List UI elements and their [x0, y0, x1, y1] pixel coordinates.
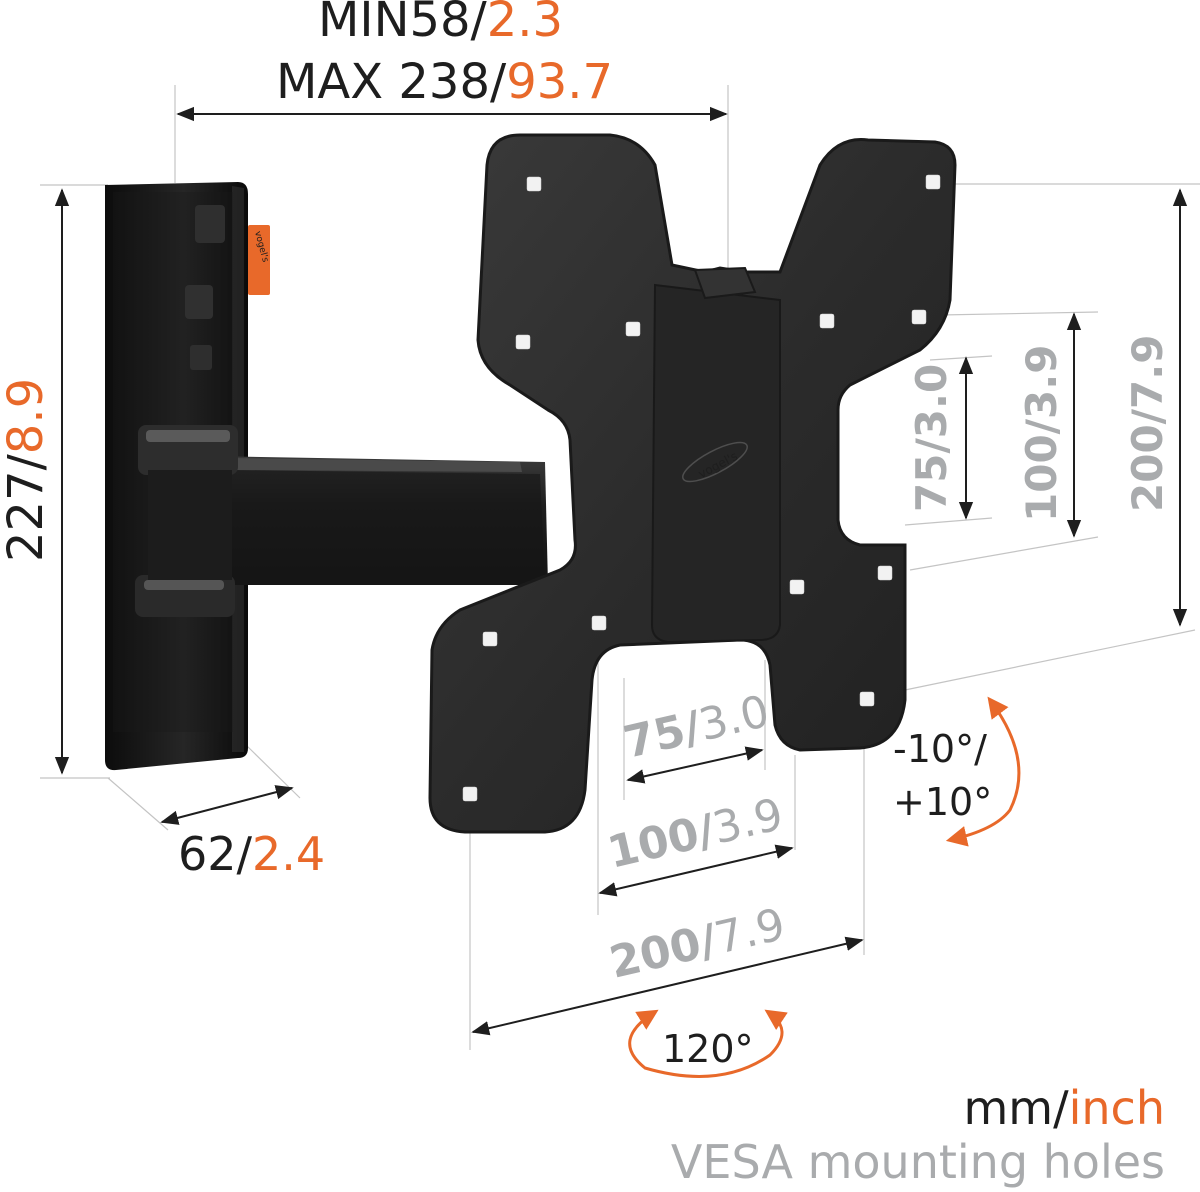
vesa-v-75-label: 75/3.0	[907, 364, 956, 512]
wall-depth-label: 62/2.4	[178, 827, 325, 881]
vesa-v-200-label: 200/7.9	[1123, 335, 1172, 512]
swivel-arm	[135, 425, 548, 617]
depth-max-in: 93.7	[506, 54, 613, 110]
swivel-label: 120°	[662, 1027, 754, 1071]
depth-min-mm: MIN58/	[318, 0, 488, 48]
svg-text:100/3.9: 100/3.9	[603, 789, 788, 879]
svg-text:200/7.9: 200/7.9	[605, 899, 790, 989]
brand-tag: vogel's	[248, 225, 270, 295]
wall-depth-arrow	[160, 785, 294, 825]
tilt-indicator: -10°/ +10°	[893, 696, 1021, 847]
vesa-holes	[462, 174, 941, 802]
vesa-h-100-in: 3.9	[708, 789, 788, 854]
wall-depth-mm: 62/	[178, 827, 253, 881]
vesa-v-100-label: 100/3.9	[1017, 345, 1066, 522]
height-mm: 227/	[0, 453, 54, 562]
depth-max-mm: MAX 238/	[276, 54, 507, 110]
svg-text:MIN58/2.3: MIN58/2.3	[318, 0, 563, 48]
vesa-horizontal-labels: 75/3.0 100/3.9 200/7.9	[603, 686, 790, 989]
svg-text:227/8.9: 227/8.9	[0, 378, 54, 562]
depth-labels: MIN58/2.3 MAX 238/93.7	[276, 0, 613, 110]
svg-text:mm/inch: mm/inch	[963, 1081, 1165, 1135]
vesa-h-75-in: 3.0	[694, 686, 774, 751]
legend-vesa-note: VESA mounting holes	[671, 1135, 1165, 1189]
vesa-h-100-mm: 100/	[603, 805, 721, 879]
height-in: 8.9	[0, 378, 54, 454]
vesa-h-200-in: 7.9	[710, 899, 790, 964]
svg-text:62/2.4: 62/2.4	[178, 827, 325, 881]
tilt-label-1: -10°/	[893, 727, 987, 771]
vesa-h-75-arrow	[626, 746, 764, 784]
vesa-plate	[428, 133, 957, 834]
vesa-h-100-arrow	[598, 844, 794, 897]
vesa-h-75-mm: 75/	[619, 701, 707, 768]
svg-text:75/3.0: 75/3.0	[619, 686, 774, 769]
vesa-h-200-arrow	[471, 936, 864, 1036]
legend-unit-in: inch	[1069, 1081, 1165, 1135]
svg-text:MAX 238/93.7: MAX 238/93.7	[276, 54, 613, 110]
depth-min-in: 2.3	[487, 0, 563, 48]
wall-depth-in: 2.4	[252, 827, 325, 881]
tilt-label-2: +10°	[893, 780, 992, 824]
extension-lines	[40, 85, 1200, 1050]
swivel-indicator: 120°	[628, 1009, 788, 1078]
height-label: 227/8.9	[0, 378, 54, 562]
legend-unit-mm: mm/	[963, 1081, 1069, 1135]
legend: mm/inch VESA mounting holes	[671, 1081, 1165, 1189]
vesa-vertical-labels: 75/3.0 100/3.9 200/7.9	[907, 335, 1172, 522]
dimension-arrows	[54, 106, 1188, 1036]
